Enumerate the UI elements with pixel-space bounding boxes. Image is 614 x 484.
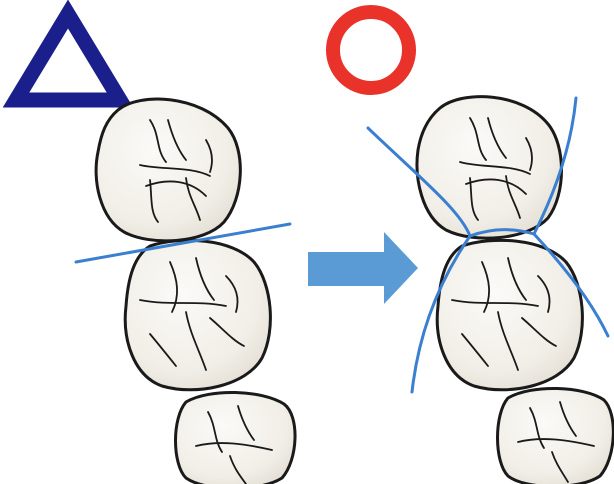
- right-contact-line-top: [468, 228, 536, 238]
- right-tooth-group: [366, 95, 614, 484]
- circle-mark-icon: [326, 5, 416, 95]
- right-middle-tooth: [435, 238, 584, 392]
- right-upper-tooth: [415, 95, 563, 240]
- left-tooth-group: [74, 97, 297, 484]
- left-upper-tooth: [94, 97, 242, 243]
- right-arrow-icon: [308, 232, 418, 304]
- left-middle-tooth: [123, 238, 272, 392]
- left-contact-line: [74, 222, 292, 264]
- triangle-mark-icon: [2, 0, 134, 108]
- right-lower-tooth: [496, 386, 614, 484]
- left-lower-tooth: [174, 390, 297, 484]
